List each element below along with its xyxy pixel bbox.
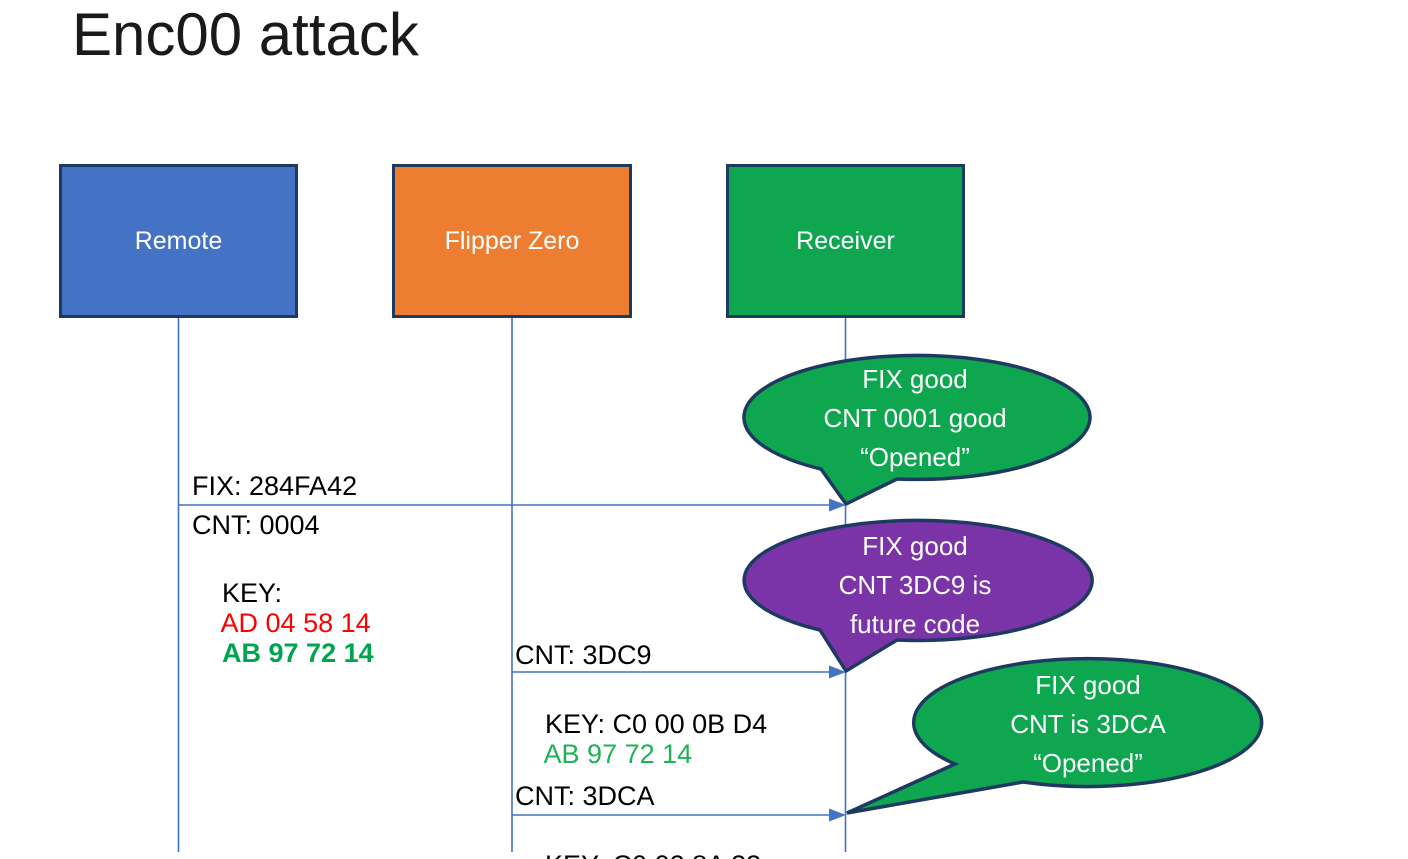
actor-box-flipper-zero: Flipper Zero	[392, 164, 632, 318]
callout-line: future code	[849, 609, 981, 639]
page-title: Enc00 attack	[72, 1, 419, 68]
message2-key-text: KEY: C0 00 0B D4 AB 97 72 14	[515, 679, 775, 799]
message2-cnt-text: CNT: 3DC9	[515, 640, 652, 670]
callout-bubble-opened-1	[742, 353, 1092, 507]
message3-cnt-text: CNT: 3DCA	[515, 781, 655, 811]
message1-key-fixed-part: AB 97 72 14	[222, 638, 374, 668]
message1-key-random-part: AD 04 58 14	[220, 608, 379, 638]
callout-line: “Opened”	[1033, 748, 1143, 778]
message3-key-label: KEY: C0 02 8A 33	[545, 850, 769, 859]
message1-cnt-text: CNT: 0004	[192, 510, 320, 540]
callout-line: FIX good	[862, 364, 968, 394]
callout-line: “Opened”	[860, 442, 970, 472]
actor-box-remote: Remote	[59, 164, 298, 318]
arrowhead-flipper-to-receiver-1	[829, 665, 846, 679]
callout-line: CNT is 3DCA	[1010, 709, 1166, 739]
actor-label-receiver: Receiver	[796, 226, 895, 255]
callout-line: CNT 3DC9 is	[838, 570, 992, 600]
message1-key-text: KEY: AD 04 58 14 AB 97 72 14	[192, 548, 378, 698]
callout-text-opened-2: FIX good CNT is 3DCA “Opened”	[914, 666, 1262, 783]
arrowhead-remote-to-receiver	[829, 498, 846, 512]
callout-line: FIX good	[1035, 670, 1141, 700]
message1-key-label: KEY:	[222, 578, 290, 608]
callout-line: CNT 0001 good	[823, 403, 1007, 433]
actor-label-remote: Remote	[134, 226, 223, 255]
actor-box-receiver: Receiver	[726, 164, 965, 318]
arrowhead-flipper-to-receiver-2	[829, 808, 846, 822]
message2-key-label: KEY: C0 00 0B D4	[545, 709, 775, 739]
message3-key-text: KEY: C0 02 8A 33 AB 97 72 14	[515, 820, 769, 859]
message1-fix-text: FIX: 284FA42	[192, 471, 358, 501]
callout-bubble-future-code	[742, 518, 1094, 674]
message2-key-fixed-part: AB 97 72 14	[543, 739, 693, 769]
actor-label-flipper-zero: Flipper Zero	[444, 226, 580, 255]
callout-line: FIX good	[862, 531, 968, 561]
callout-text-future-code: FIX good CNT 3DC9 is future code	[741, 527, 1089, 644]
callout-bubble-opened-2	[846, 656, 1264, 815]
callout-text-opened-1: FIX good CNT 0001 good “Opened”	[742, 360, 1088, 477]
